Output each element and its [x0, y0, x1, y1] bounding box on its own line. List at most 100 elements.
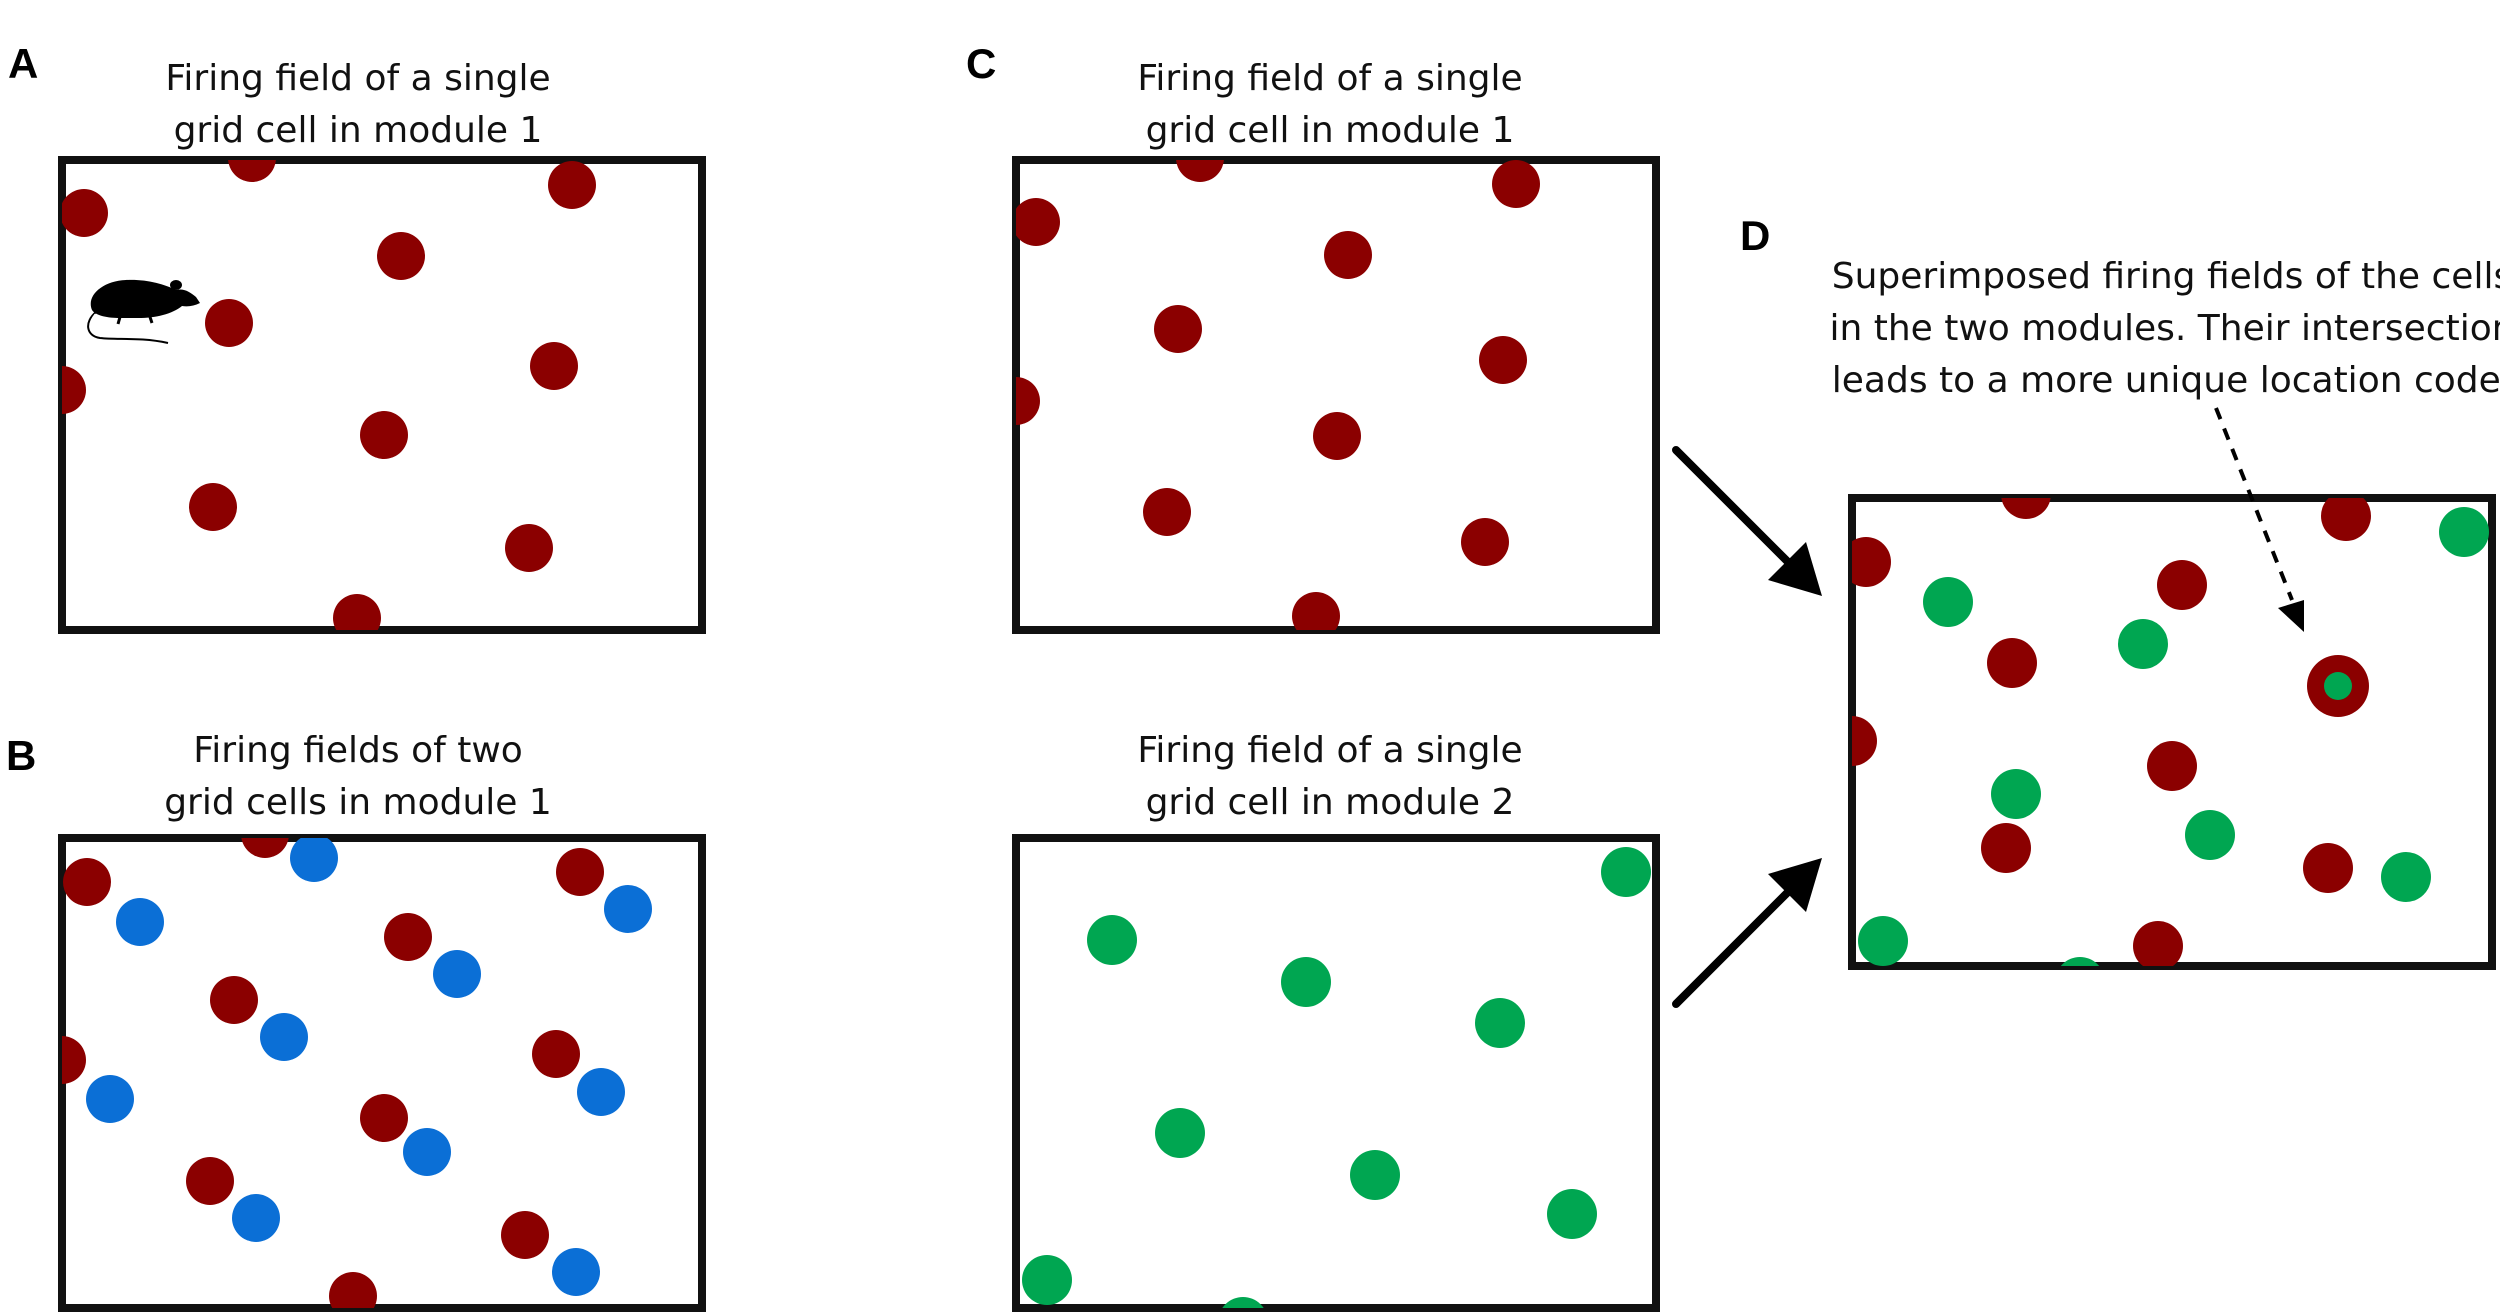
module1-field [1143, 488, 1191, 536]
panel-c-module2-fields [1022, 847, 1651, 1308]
second-cell-field [116, 898, 164, 946]
arrowhead-icon [2278, 600, 2304, 632]
module1-field [1987, 638, 2037, 688]
module1-field [1292, 592, 1340, 630]
module1-field [2303, 843, 2353, 893]
panel-d-caption-line-1: Superimposed firing fields of the cells [1832, 256, 2500, 297]
second-cell-field [433, 950, 481, 998]
module1-field [505, 524, 553, 572]
rat-icon [87, 279, 200, 344]
panel-b-caption-line-1: Firing fields of two [193, 730, 523, 771]
module2-field [1350, 1150, 1400, 1200]
module1-field [2157, 560, 2207, 610]
second-cell-field [604, 885, 652, 933]
module1-field [2001, 498, 2051, 519]
module1-field [333, 594, 381, 630]
module1-field [532, 1030, 580, 1078]
panel-d-fields [1852, 498, 2489, 966]
panel-a-fields [62, 160, 596, 630]
arrow-module1-to-d [1672, 446, 1796, 570]
module1-field [1492, 160, 1540, 208]
second-cell-field [290, 838, 338, 882]
module1-field [360, 1094, 408, 1142]
panel-c-bottom-caption-line-2: grid cell in module 2 [1146, 782, 1515, 823]
module2-field [2381, 852, 2431, 902]
module1-field [189, 483, 237, 531]
second-cell-field [86, 1075, 134, 1123]
module1-field [62, 366, 86, 414]
module1-field [548, 161, 596, 209]
module1-field [2321, 498, 2371, 541]
second-cell-field [403, 1128, 451, 1176]
module1-field [62, 189, 108, 237]
module2-field [1222, 1297, 1264, 1308]
module2-field [1547, 1189, 1597, 1239]
module1-field [1479, 336, 1527, 384]
module1-field [1461, 518, 1509, 566]
module1-field [228, 160, 276, 182]
module1-field [556, 848, 604, 896]
module1-field [210, 976, 258, 1024]
panel-a-arena [58, 156, 706, 634]
module1-field [329, 1272, 377, 1308]
module2-field [1022, 1255, 1072, 1305]
module2-field [1991, 769, 2041, 819]
module2-field [1923, 577, 1973, 627]
module2-field [1601, 847, 1651, 897]
module2-field [1858, 916, 1908, 966]
module1-field [384, 913, 432, 961]
panel-b-fields [62, 838, 652, 1308]
panel-a: A Firing field of a single grid cell in … [8, 40, 706, 634]
panel-d: D Superimposed firing fields of the cell… [1740, 212, 2500, 970]
module1-field [1154, 305, 1202, 353]
panel-c-module1-arena [1012, 156, 1660, 634]
module1-field [186, 1157, 234, 1205]
panel-a-caption-line-1: Firing field of a single [165, 58, 550, 99]
module2-field [1155, 1108, 1205, 1158]
dashed-arrow-to-intersection [2214, 407, 2304, 632]
panel-c-module1-fields [1016, 160, 1540, 630]
module1-field [241, 838, 289, 858]
module1-field [2147, 741, 2197, 791]
module1-field [62, 1036, 86, 1084]
panel-letter-b: B [6, 732, 36, 779]
module1-field [501, 1211, 549, 1259]
panel-d-caption-line-3: leads to a more unique location code. [1832, 360, 2500, 401]
module1-field [1313, 412, 1361, 460]
second-cell-field [577, 1068, 625, 1116]
module1-field [360, 411, 408, 459]
panel-letter-a: A [8, 40, 38, 87]
module2-field [2439, 507, 2489, 557]
second-cell-field [232, 1194, 280, 1242]
module2-field [2185, 810, 2235, 860]
panel-c-top-caption-line-2: grid cell in module 1 [1146, 110, 1515, 151]
module1-field [1016, 198, 1060, 246]
panel-letter-d: D [1740, 212, 1770, 259]
module2-field [1281, 957, 1331, 1007]
module2-field [1087, 915, 1137, 965]
arrowhead-icon [1768, 542, 1822, 596]
panel-b-caption-line-2: grid cells in module 1 [164, 782, 552, 823]
module1-field [1981, 823, 2031, 873]
panel-c-top-caption-line-1: Firing field of a single [1137, 58, 1522, 99]
module2-field [2060, 957, 2100, 966]
panel-b: B Firing fields of two grid cells in mod… [6, 730, 706, 1312]
arrowhead-icon [1768, 858, 1822, 912]
panel-letter-c: C [966, 40, 996, 87]
module1-field [530, 342, 578, 390]
second-cell-field [260, 1013, 308, 1061]
module1-field [205, 299, 253, 347]
second-cell-field [552, 1248, 600, 1296]
module2-field [2118, 619, 2168, 669]
module1-field [1016, 377, 1040, 425]
panel-c-module2-arena [1012, 834, 1660, 1312]
panel-a-caption-line-2: grid cell in module 1 [174, 110, 543, 151]
module1-field [1852, 537, 1891, 587]
panel-c: C Firing field of a single grid cell in … [966, 40, 1660, 1312]
module1-field [1324, 231, 1372, 279]
panel-c-bottom-caption-line-1: Firing field of a single [1137, 730, 1522, 771]
module1-field [377, 232, 425, 280]
intersection-field-inner [2324, 672, 2352, 700]
module1-field [2133, 921, 2183, 966]
